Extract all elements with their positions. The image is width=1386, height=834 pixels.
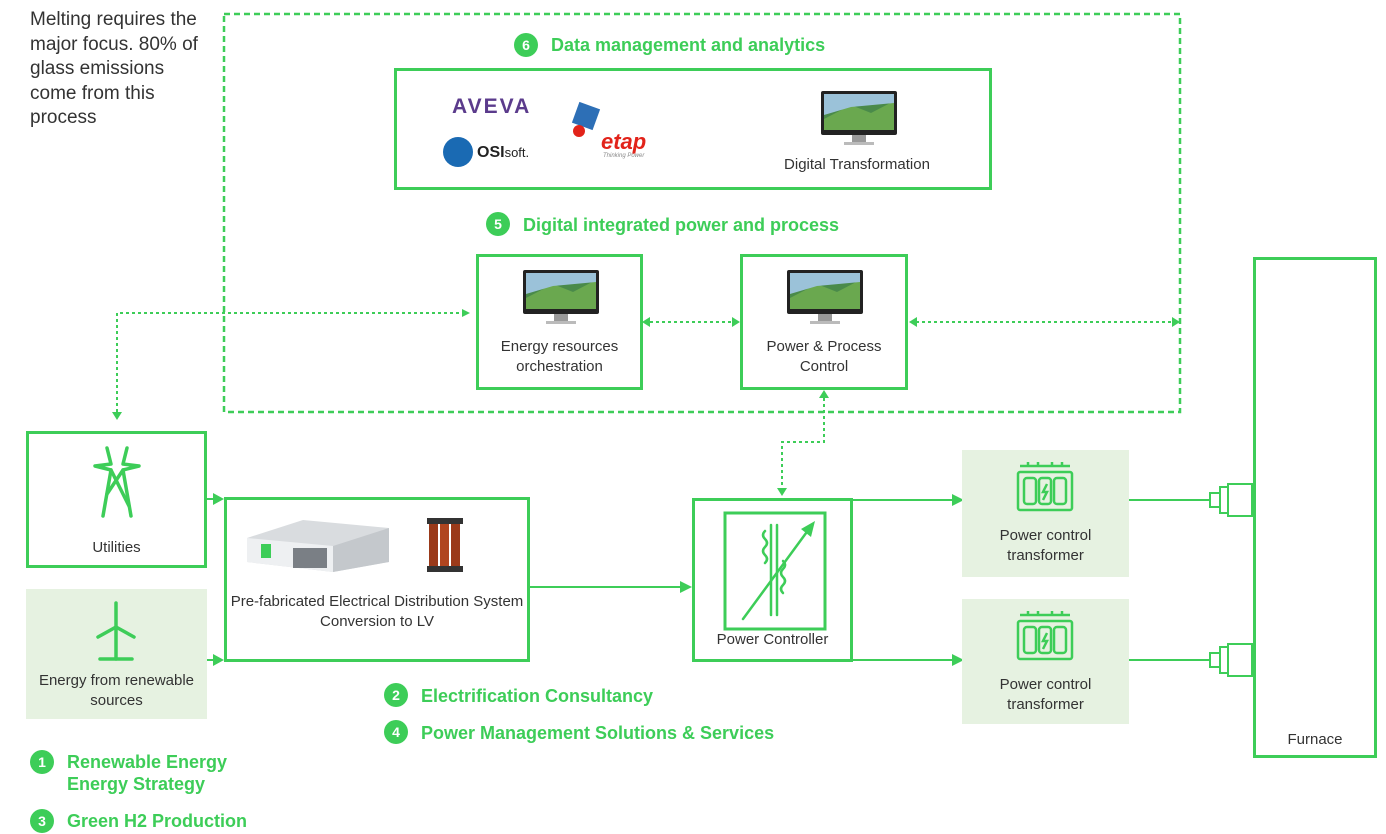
transformer-2-label: Power control transformer xyxy=(999,676,1092,713)
wind-turbine-icon xyxy=(96,601,136,661)
prefab-label: Pre-fabricated Electrical Distribution S… xyxy=(230,593,524,630)
service-number-3: 3 xyxy=(30,809,54,833)
aveva-logo: AVEVA xyxy=(452,95,532,118)
transformer-image xyxy=(427,518,463,572)
energy-orchestration-label: Energy resources orchestration xyxy=(500,338,619,375)
service-title-data-management: Data management and analytics xyxy=(551,35,826,55)
power-controller-label: Power Controller xyxy=(716,631,829,648)
power-transformer-box-1: Power control transformer xyxy=(962,450,1129,577)
transformer-icon xyxy=(1016,462,1074,512)
monitor-icon xyxy=(787,270,863,324)
transformer-icon xyxy=(1016,611,1074,661)
data-management-box: AVEVA OSIsoft. etap Thinking Power Digit… xyxy=(394,68,992,190)
digital-transformation-label: Digital Transformation xyxy=(784,156,930,173)
melting-note: Melting requires the major focus. 80% of… xyxy=(30,9,198,128)
service-title-green-h2: Green H2 Production xyxy=(67,811,248,831)
transformer-1-label: Power control transformer xyxy=(999,527,1092,564)
etap-tagline: Thinking Power xyxy=(603,153,645,159)
service-title-renewable-strategy: Renewable Energy Energy Strategy xyxy=(67,752,228,794)
osisoft-logo: OSIsoft. xyxy=(477,144,530,161)
renewables-arrow xyxy=(213,654,224,666)
service-number-4: 4 xyxy=(384,720,408,744)
power-pylon-icon xyxy=(93,446,141,518)
power-process-control-label: Power & Process Control xyxy=(766,338,882,375)
etap-logo: etap xyxy=(601,129,647,154)
monitor-icon xyxy=(821,91,897,145)
service-number-6: 6 xyxy=(514,33,538,57)
renewables-label: Energy from renewable sources xyxy=(38,672,195,709)
control-controller-link xyxy=(781,398,825,488)
service-title-digital-integrated: Digital integrated power and process xyxy=(523,215,840,235)
power-controller-box: Power Controller xyxy=(692,498,853,662)
osisoft-icon xyxy=(443,137,473,167)
power-process-control-box: Power & Process Control xyxy=(740,254,908,390)
utilities-arrow xyxy=(213,493,224,505)
prefab-distribution-box: Pre-fabricated Electrical Distribution S… xyxy=(224,497,530,662)
service-number-2: 2 xyxy=(384,683,408,707)
service-number-1: 1 xyxy=(30,750,54,774)
energy-orchestration-box: Energy resources orchestration xyxy=(476,254,643,390)
service-title-power-management: Power Management Solutions & Services xyxy=(421,723,775,743)
furnace-box: Furnace xyxy=(1253,257,1377,758)
utilities-box: Utilities xyxy=(26,431,207,568)
prefab-substation-image xyxy=(247,520,389,572)
utilities-orchestration-link xyxy=(116,309,470,418)
monitor-icon xyxy=(523,270,599,324)
power-controller-icon xyxy=(723,511,827,631)
utilities-label: Utilities xyxy=(92,539,141,556)
power-transformer-box-2: Power control transformer xyxy=(962,599,1129,724)
service-number-5: 5 xyxy=(486,212,510,236)
service-title-electrification: Electrification Consultancy xyxy=(421,686,654,706)
renewables-box: Energy from renewable sources xyxy=(26,589,207,719)
digital-layer-frame xyxy=(222,12,1182,414)
etap-icon xyxy=(571,101,601,137)
furnace-label: Furnace xyxy=(1287,731,1343,748)
